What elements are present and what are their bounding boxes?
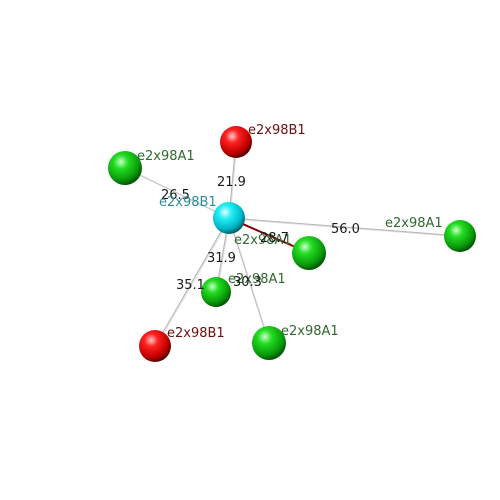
green-atom-n7[interactable] bbox=[252, 326, 286, 360]
atom-label-n6: e2x98B1 bbox=[167, 326, 225, 341]
bond-line-n2 bbox=[124, 167, 230, 219]
atoms-layer bbox=[108, 126, 476, 362]
distance-label-n3: 56.0 bbox=[331, 222, 360, 237]
distance-label-n4: 28.7 bbox=[260, 231, 289, 246]
atom-label-n5: e2x98A1 bbox=[228, 272, 286, 287]
atom-label-n4: e2x98A1 bbox=[234, 233, 292, 248]
bond-shadow-n3 bbox=[229, 218, 462, 238]
center-atom[interactable] bbox=[213, 202, 245, 234]
distance-label-n6: 35.1 bbox=[176, 278, 205, 293]
atom-label-n3: e2x98A1 bbox=[385, 216, 443, 231]
distance-label-n7: 30.3 bbox=[233, 275, 262, 290]
atom-label-n7: e2x98A1 bbox=[281, 324, 339, 339]
bond-line-n6 bbox=[154, 217, 230, 347]
green-atom-n5[interactable] bbox=[201, 277, 231, 307]
distance-label-n5: 31.9 bbox=[207, 251, 236, 266]
green-atom-n2[interactable] bbox=[108, 151, 142, 185]
green-atom-n3[interactable] bbox=[444, 220, 476, 252]
center-atom-label: e2x98B1 bbox=[159, 195, 217, 210]
bond-shadow-n6 bbox=[155, 218, 231, 348]
bond-shadow-n7 bbox=[229, 218, 271, 345]
distance-label-n2: 26.5 bbox=[161, 188, 190, 203]
atom-label-n1: e2x98B1 bbox=[248, 123, 306, 138]
atom-label-n2: e2x98A1 bbox=[137, 149, 195, 164]
green-atom-n4[interactable] bbox=[292, 236, 326, 270]
distance-label-n1: 21.9 bbox=[217, 175, 246, 190]
red-atom-n1[interactable] bbox=[220, 126, 252, 158]
bond-line-n3 bbox=[228, 217, 461, 237]
labels-layer: e2x98B121.9e2x98A126.5e2x98A156.0e2x98A1… bbox=[137, 123, 443, 341]
red-atom-n6[interactable] bbox=[139, 330, 171, 362]
bond-shadow-n2 bbox=[125, 168, 231, 220]
bond-line-n7 bbox=[228, 217, 270, 344]
bonds-layer bbox=[124, 141, 462, 348]
